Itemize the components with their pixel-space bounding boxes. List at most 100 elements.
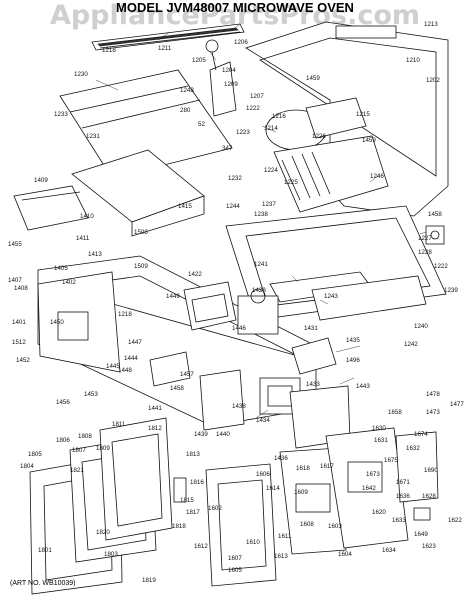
capacitor-part[interactable]: [291, 337, 337, 375]
magnetron-part[interactable]: [237, 288, 279, 335]
side-panel-part[interactable]: [37, 271, 121, 373]
part-label: 1450: [50, 319, 64, 326]
switch-part[interactable]: [413, 507, 431, 521]
part-label: 1230: [74, 71, 88, 78]
part-label: 1602: [208, 505, 222, 512]
part-label: 1609: [294, 489, 308, 496]
part-label: 1206: [234, 39, 248, 46]
door-choke-part[interactable]: [99, 417, 173, 541]
part-label: 1805: [28, 451, 42, 458]
control-panel-frame-part[interactable]: [205, 463, 277, 587]
part-label: 1231: [86, 133, 100, 140]
blower-wheel-part[interactable]: [273, 135, 389, 213]
part-label: 1628: [422, 493, 436, 500]
part-label: 1610: [246, 539, 260, 546]
air-guide-part[interactable]: [71, 149, 205, 237]
part-label: 1434: [256, 417, 270, 424]
part-label: 1441: [148, 405, 162, 412]
part-label: 1813: [186, 451, 200, 458]
part-label: 1438: [232, 403, 246, 410]
part-label: 1218: [118, 311, 132, 318]
part-label: 1496: [346, 357, 360, 364]
part-label: 1509: [134, 263, 148, 270]
part-label: 1409: [34, 177, 48, 184]
part-label: 1473: [426, 409, 440, 416]
cavity-sensor-part[interactable]: [199, 369, 245, 431]
part-label: 1803: [104, 551, 118, 558]
part-label: 1804: [20, 463, 34, 470]
part-label: 1607: [228, 555, 242, 562]
part-label: 1620: [372, 509, 386, 516]
control-plate-part[interactable]: [279, 447, 347, 555]
part-label: 1401: [12, 319, 26, 326]
display-board-part[interactable]: [395, 431, 439, 503]
part-label: 1209: [224, 81, 238, 88]
part-label: 1812: [148, 425, 162, 432]
part-label: 1456: [56, 399, 70, 406]
part-label: 1241: [254, 261, 268, 268]
part-label: 1458: [428, 211, 442, 218]
transformer-part[interactable]: [183, 281, 237, 331]
part-label: 1671: [396, 479, 410, 486]
part-label: 1407: [8, 277, 22, 284]
diagram-title: MODEL JVM48007 MICROWAVE OVEN: [116, 0, 354, 15]
part-label: 1218: [102, 47, 116, 54]
part-label: 1248: [180, 87, 194, 94]
part-label: 1603: [328, 523, 342, 530]
part-label: 1636: [396, 493, 410, 500]
keypad-part[interactable]: [325, 427, 409, 549]
part-label: 1508: [134, 229, 148, 236]
part-label: 1806: [56, 437, 70, 444]
part-label: 1649: [414, 531, 428, 538]
part-label: 1820: [96, 529, 110, 536]
part-label: 1631: [374, 437, 388, 444]
part-label: 1232: [228, 175, 242, 182]
part-label: 1613: [274, 553, 288, 560]
part-label: 1809: [96, 445, 110, 452]
part-label: 347: [222, 145, 233, 152]
part-label: 1223: [236, 129, 250, 136]
bottom-plate-part[interactable]: [311, 275, 427, 321]
part-label: 1239: [444, 287, 458, 294]
part-label: 1422: [188, 271, 202, 278]
part-label: 1405: [54, 265, 68, 272]
part-label: 1225: [284, 179, 298, 186]
part-label: 1243: [324, 293, 338, 300]
part-label: 1606: [256, 471, 270, 478]
part-label: 1240: [414, 323, 428, 330]
damper-part[interactable]: [305, 97, 367, 139]
part-label: 1216: [272, 113, 286, 120]
part-label: 1658: [388, 409, 402, 416]
part-label: 1801: [38, 547, 52, 554]
part-label: 1222: [434, 263, 448, 270]
top-trim-part[interactable]: [59, 69, 233, 179]
part-label: 1622: [448, 517, 462, 524]
part-label: 1819: [142, 577, 156, 584]
part-label: 1455: [8, 241, 22, 248]
part-label: 1633: [392, 517, 406, 524]
waveguide-part[interactable]: [149, 351, 191, 387]
part-label: 1478: [426, 391, 440, 398]
part-label: 52: [198, 121, 205, 128]
light-socket-part[interactable]: [425, 225, 445, 245]
part-label: 1452: [16, 357, 30, 364]
upper-filter-part[interactable]: [13, 185, 89, 231]
part-label: 280: [180, 107, 191, 114]
vent-grille-part[interactable]: [91, 23, 245, 51]
part-label: 1445: [106, 363, 120, 370]
part-label: 1457: [180, 371, 194, 378]
part-label: 1443: [356, 383, 370, 390]
part-label: 1632: [406, 445, 420, 452]
part-label: 1402: [62, 279, 76, 286]
part-label: 1449: [166, 293, 180, 300]
part-label: 1205: [192, 57, 206, 64]
part-label: 1690: [424, 467, 438, 474]
door-latch-part[interactable]: [173, 477, 187, 503]
part-label: 1411: [76, 235, 90, 242]
part-label: 1674: [414, 431, 428, 438]
fan-motor-part[interactable]: [205, 39, 237, 117]
part-label: 1246: [370, 173, 384, 180]
part-label: 1816: [190, 479, 204, 486]
part-label: 1446: [232, 325, 246, 332]
